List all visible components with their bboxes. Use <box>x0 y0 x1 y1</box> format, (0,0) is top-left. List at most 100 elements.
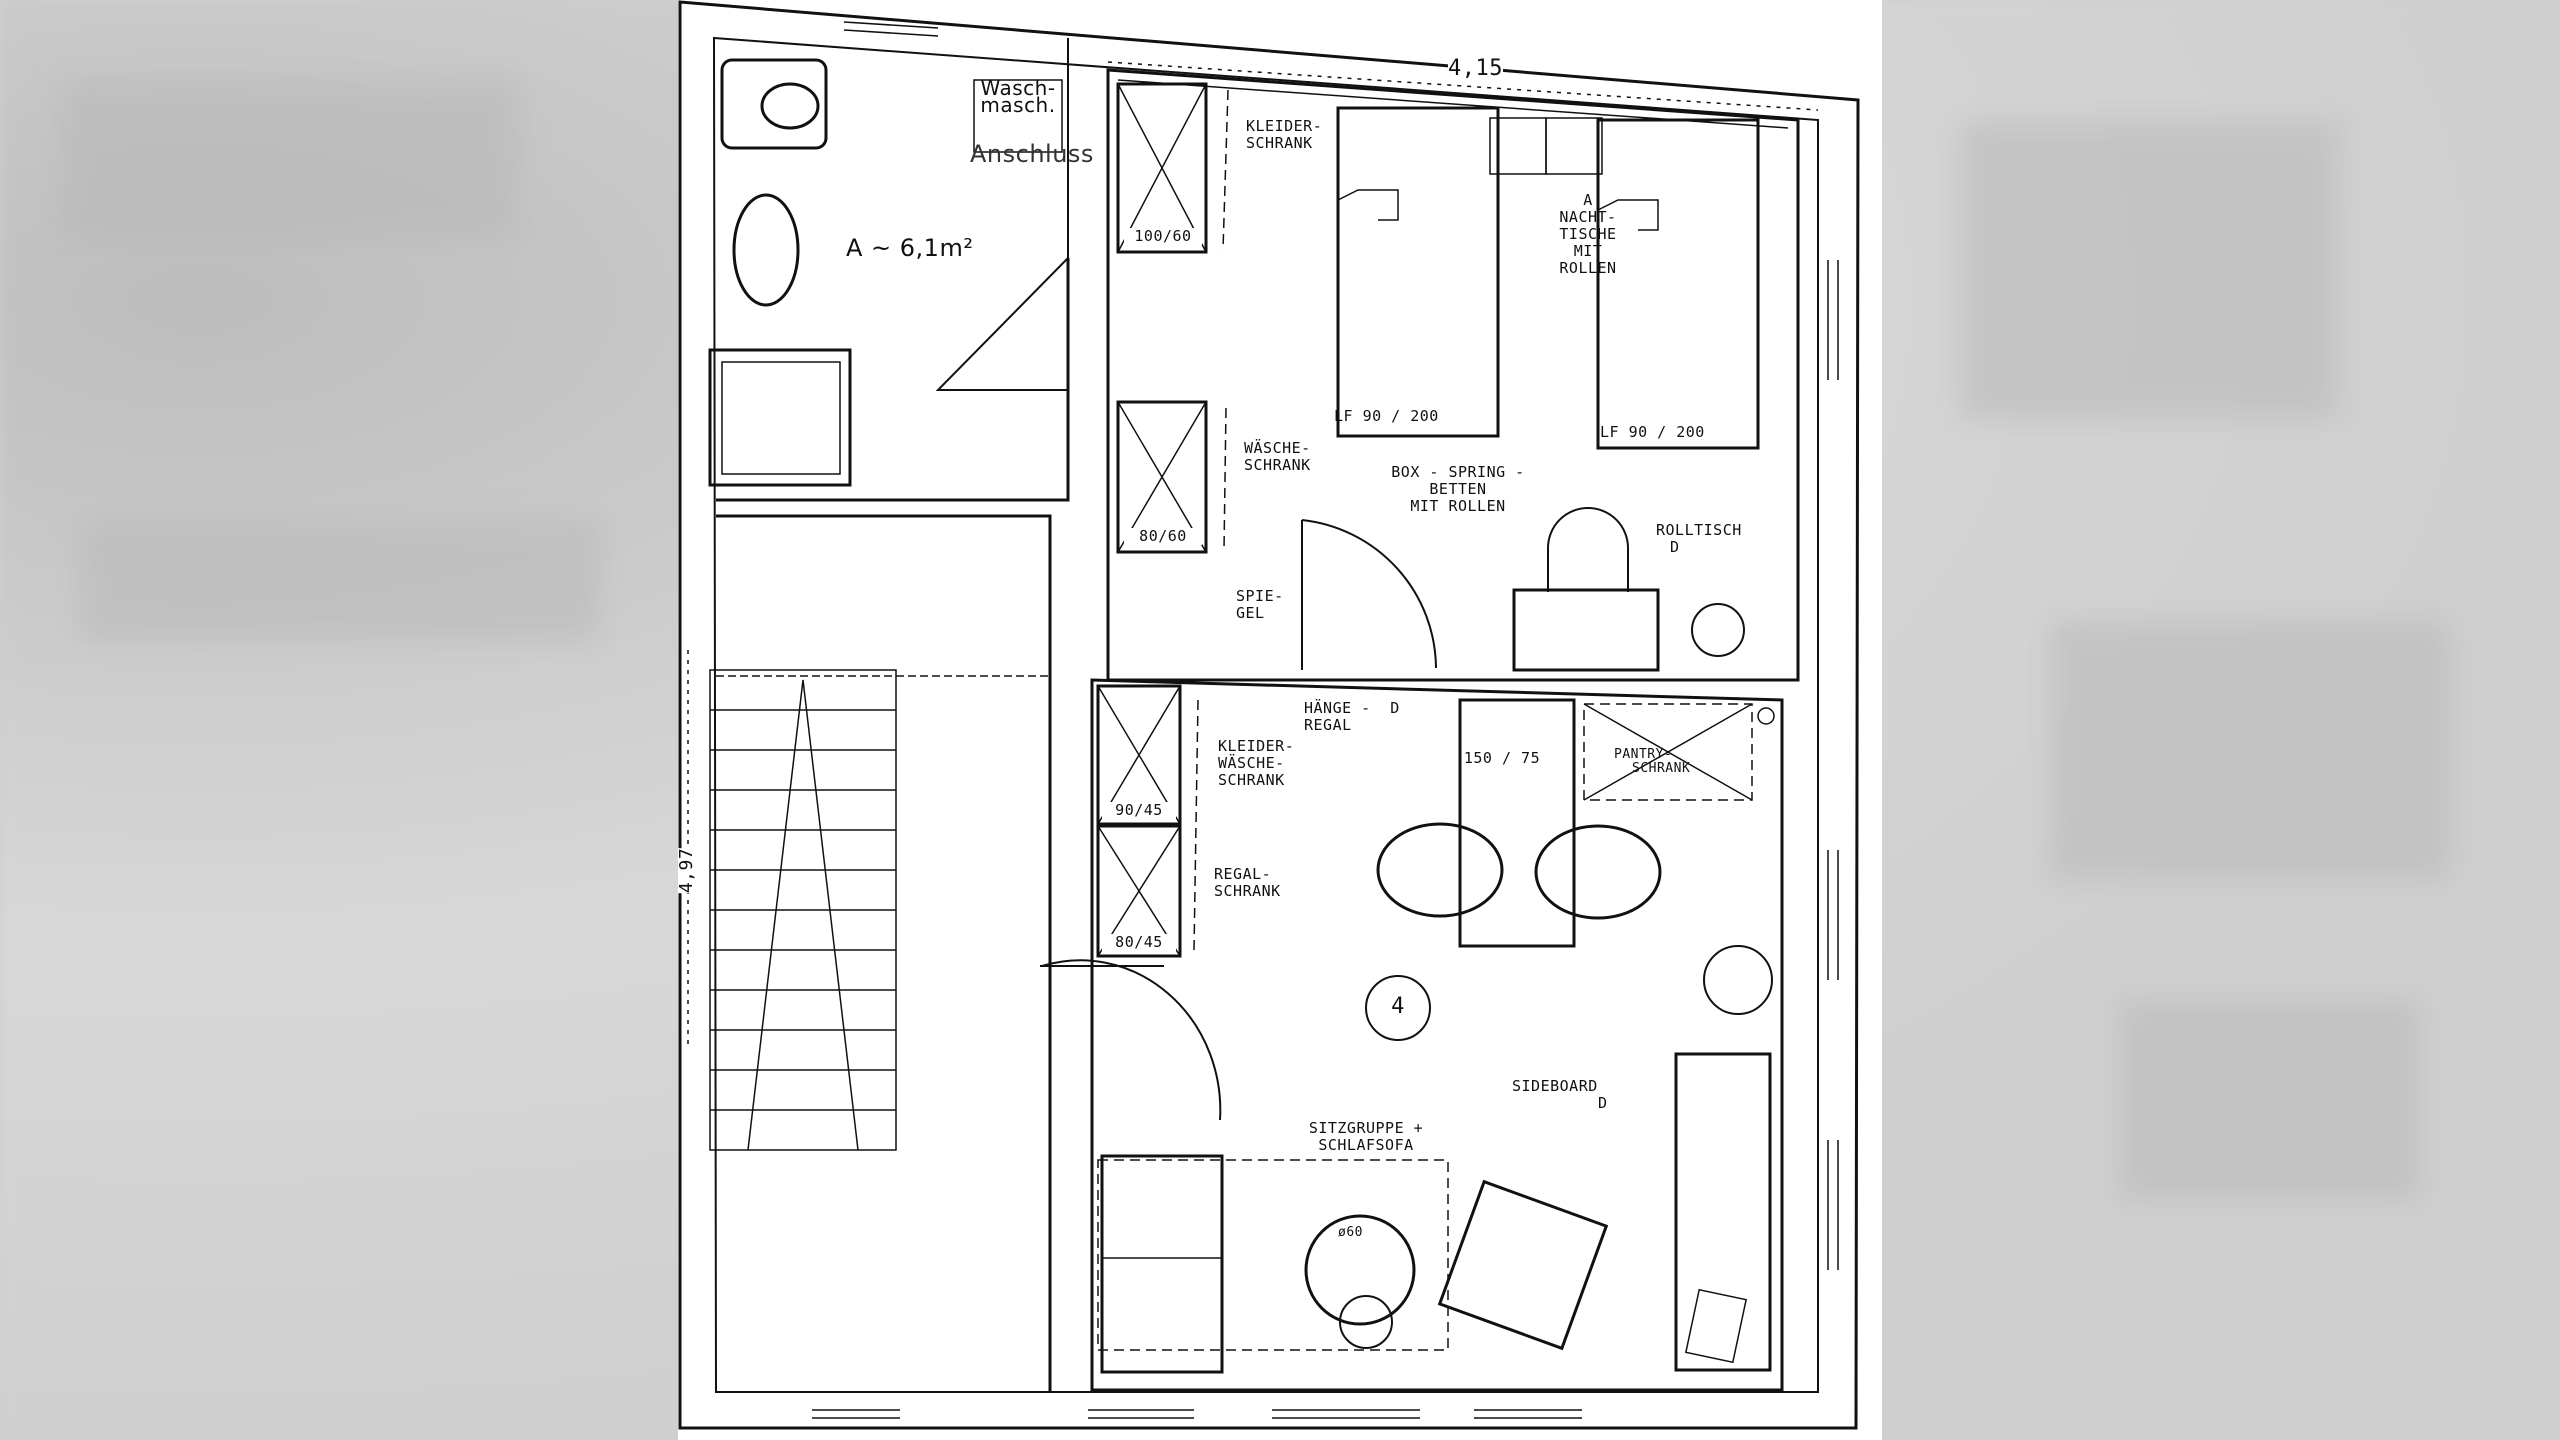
room-number: 4 <box>1391 994 1405 1019</box>
boxspring-label-line: BOX - SPRING - <box>1391 463 1525 481</box>
kleiderschrank-size: 100/60 <box>1124 228 1202 245</box>
stair-wall <box>716 514 1052 1392</box>
regalschrank-label-line: REGAL- <box>1214 865 1272 883</box>
staircase <box>709 669 897 1151</box>
sideboard-label-line: SIDEBOARD <box>1512 1077 1598 1095</box>
nachttische-label-line: A <box>1583 191 1593 209</box>
shower-tray <box>721 361 841 475</box>
bench-left <box>1376 822 1504 918</box>
windows-bottom <box>812 1409 1582 1419</box>
spiegel-label-line: SPIE- <box>1236 587 1284 605</box>
floor-plan-drawing <box>678 0 1860 1430</box>
sitzgruppe-label-line: SCHLAFSOFA <box>1318 1136 1414 1154</box>
kleiderschrank-label-line: KLEIDER- <box>1246 117 1323 135</box>
kleider-waesche-size: 90/45 <box>1102 802 1176 819</box>
pantry-cross <box>1583 703 1753 801</box>
bathroom-door-swing <box>935 257 1069 391</box>
floor-plan-sheet: Wasch- masch. Anschluss A ~ 6,1m² 4,15 4… <box>676 0 1882 1440</box>
sink <box>732 193 800 307</box>
toilet-bowl <box>760 82 820 130</box>
bed-right <box>1596 118 1760 450</box>
regalschrank-size: 80/45 <box>1102 934 1176 951</box>
rolltisch-label-line: ROLLTISCH <box>1656 521 1742 539</box>
haengeregal-label: HÄNGE - D REGAL <box>1304 700 1400 734</box>
round-table-label: ø60 <box>1338 1225 1363 1240</box>
linen-cabinet <box>1116 400 1208 554</box>
kleider-waesche-label: KLEIDER- WÄSCHE- SCHRANK <box>1218 738 1294 789</box>
kleiderschrank-label: KLEIDER- SCHRANK <box>1246 118 1322 152</box>
dining-table <box>1458 698 1576 948</box>
washer-label: Wasch- masch. <box>976 76 1060 117</box>
nachttische-label-line: NACHT- <box>1559 208 1617 226</box>
plant-bedroom <box>1691 603 1745 657</box>
toilet <box>720 58 828 150</box>
pantry-cabinet <box>1583 703 1753 801</box>
table-size: 150 / 75 <box>1463 749 1541 767</box>
linen-cabinet-cross <box>1117 401 1207 553</box>
rolltisch-label: ROLLTISCH D <box>1656 522 1742 556</box>
bedroom-wall <box>1106 68 1800 682</box>
bed-left-size: LF 90 / 200 <box>1334 407 1439 425</box>
bathroom-wall <box>716 258 1070 502</box>
armchair <box>1437 1179 1609 1351</box>
wardrobe-door-line <box>1222 89 1229 251</box>
kleider-waesche-label-line: SCHRANK <box>1218 771 1285 789</box>
background-shape <box>80 520 600 640</box>
rolltisch-marker: D <box>1670 538 1680 556</box>
wardrobe-living-cross <box>1097 685 1181 825</box>
wardrobe-bedroom <box>1116 82 1208 254</box>
living-door <box>1040 959 1222 1121</box>
sideboard-item <box>1684 1288 1748 1364</box>
wardrobe-living-door-line <box>1193 699 1199 951</box>
waescheschrank-size: 80/60 <box>1124 528 1202 545</box>
boxspring-label-line: MIT ROLLEN <box>1410 497 1506 515</box>
waescheschrank-label-line: WÄSCHE- <box>1244 439 1311 457</box>
living-room-wall <box>1090 678 1784 1392</box>
background-shape <box>2120 1000 2420 1200</box>
haengeregal-marker: D <box>1390 699 1400 717</box>
rolltisch-frame <box>1547 507 1629 592</box>
haengeregal-label-line: REGAL <box>1304 716 1352 734</box>
rolltisch <box>1512 588 1660 672</box>
background-shape <box>2050 620 2450 880</box>
windows-right <box>1827 260 1839 1270</box>
pantry-label-line: PANTRY- <box>1614 747 1673 762</box>
pantry-label: PANTRY- SCHRANK <box>1614 748 1690 776</box>
spiegel-label: SPIE- GEL <box>1236 588 1284 622</box>
bed-left-pillow <box>1337 189 1399 221</box>
plant-living <box>1703 945 1773 1015</box>
bed-left <box>1336 106 1500 438</box>
washer-box <box>973 79 1063 153</box>
bathroom-area-label: A ~ 6,1m² <box>846 234 974 262</box>
nachttische-label-line: ROLLEN <box>1559 259 1617 277</box>
waescheschrank-label: WÄSCHE- SCHRANK <box>1244 440 1311 474</box>
regalschrank-label-line: SCHRANK <box>1214 882 1281 900</box>
haengeregal-text: HÄNGE - <box>1304 699 1371 717</box>
background-shape <box>1960 120 2340 420</box>
bed-right-size: LF 90 / 200 <box>1600 423 1705 441</box>
washer-label-line: masch. <box>980 93 1056 117</box>
boxspring-label-line: BETTEN <box>1429 480 1487 498</box>
sideboard-label: SIDEBOARD D <box>1512 1078 1608 1112</box>
bed-right-pillow <box>1597 199 1659 231</box>
wall-outlet <box>1757 707 1775 725</box>
sitzgruppe-label: SITZGRUPPE + SCHLAFSOFA <box>1276 1120 1456 1154</box>
washer-connection-label: Anschluss <box>970 140 1094 168</box>
nachttische-label-line: TISCHE <box>1559 225 1617 243</box>
plant-table <box>1339 1295 1393 1349</box>
washer-label-line: Wasch- <box>980 76 1056 100</box>
shower <box>708 348 852 487</box>
kleider-waesche-label-line: KLEIDER- <box>1218 737 1295 755</box>
bedroom-door <box>1301 519 1437 670</box>
sofa <box>1100 1154 1224 1374</box>
top-width-dimension: 4,15 <box>1448 56 1503 81</box>
nachttische-label-line: MIT <box>1573 242 1603 260</box>
dimension-line-width <box>1107 61 1819 111</box>
room-number-circle <box>1365 975 1431 1041</box>
kleider-waesche-label-line: WÄSCHE- <box>1218 754 1285 772</box>
haengeregal-label-line: HÄNGE - D <box>1304 700 1400 717</box>
inner-wall <box>712 36 1819 1393</box>
spiegel-label-line: GEL <box>1236 604 1265 622</box>
boxspring-label: BOX - SPRING - BETTEN MIT ROLLEN <box>1378 464 1538 515</box>
wardrobe-cross <box>1117 83 1207 253</box>
